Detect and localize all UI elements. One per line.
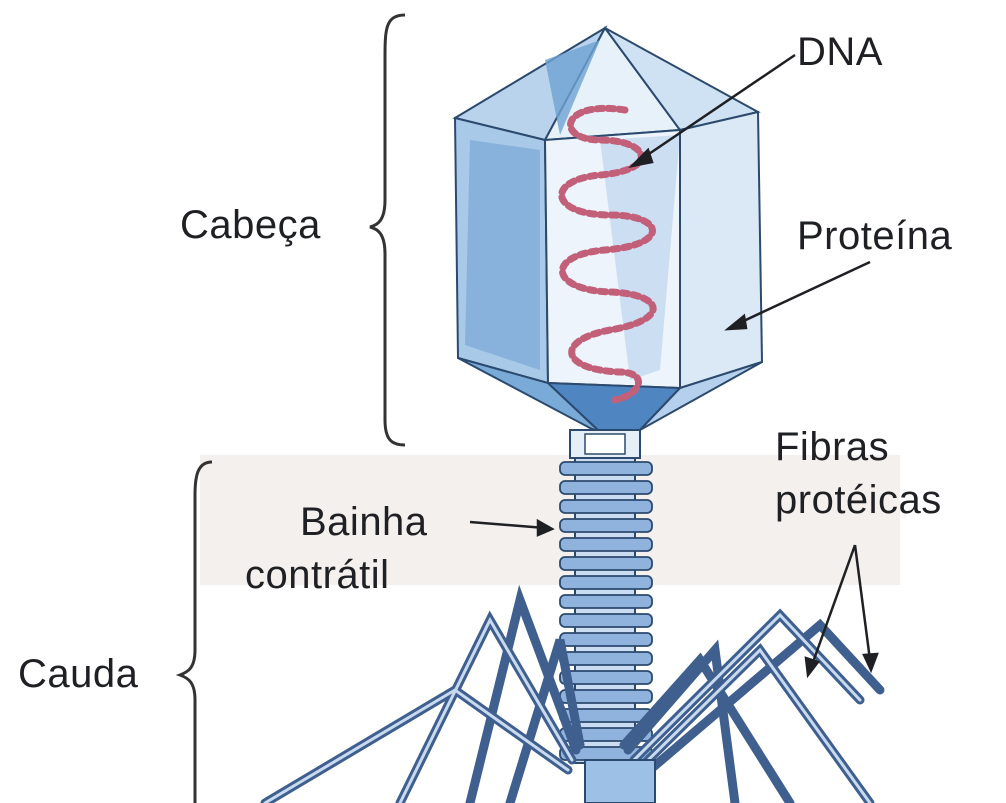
label-tail: Cauda [18,652,138,696]
sheath-ring [560,652,652,665]
label-dna: DNA [797,30,883,74]
head-brace [370,15,405,445]
sheath-ring [560,614,652,627]
sheath-ring [560,500,652,513]
sheath-ring [560,538,652,551]
sheath-ring [560,462,652,475]
label-sheath-line1: Bainha [300,500,428,544]
sheath-ring [560,557,652,570]
sheath-ring [560,671,652,684]
sheath-ring [560,576,652,589]
base-plate [585,760,655,803]
label-protein: Proteína [797,214,952,258]
label-sheath-line2: contrátil [245,553,390,597]
sheath-ring [560,519,652,532]
label-head: Cabeça [180,203,321,247]
tail-fibers [265,600,880,803]
label-fibers-line2: protéicas [775,478,942,522]
sheath-ring [560,595,652,608]
sheath-ring [560,633,652,646]
sheath-ring [560,481,652,494]
label-fibers-line1: Fibras [775,425,889,469]
